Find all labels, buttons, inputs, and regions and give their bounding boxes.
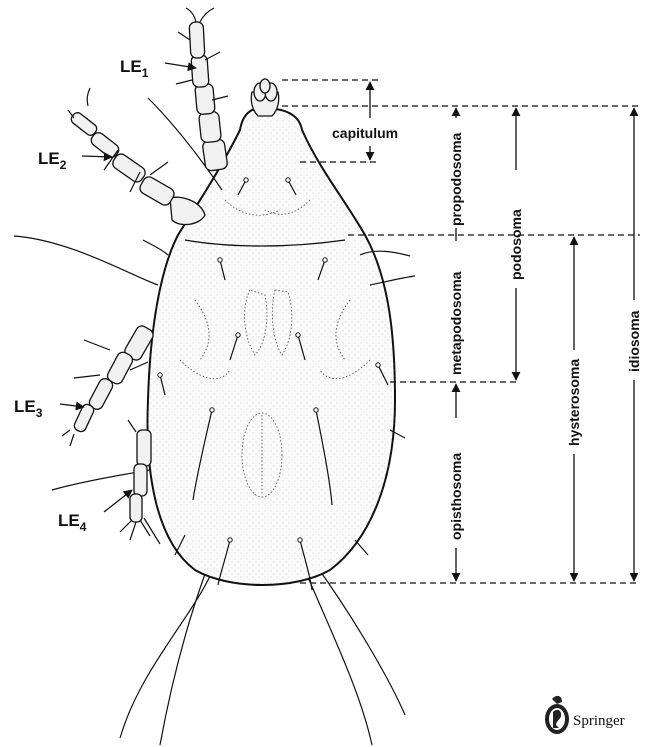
column-1-brackets: propodosoma metapodosoma opisthosoma bbox=[448, 108, 464, 581]
capitulum-label: capitulum bbox=[332, 125, 398, 141]
svg-text:LE1: LE1 bbox=[120, 57, 149, 80]
springer-knight-icon bbox=[545, 696, 569, 734]
svg-text:LE2: LE2 bbox=[38, 149, 67, 172]
leg-1 bbox=[148, 8, 228, 190]
publisher-name: Springer bbox=[573, 713, 625, 729]
leg-3 bbox=[62, 324, 155, 446]
label-LE2: LE2 bbox=[38, 149, 112, 172]
label-LE1: LE1 bbox=[120, 57, 196, 80]
idiosoma-bracket: idiosoma bbox=[626, 108, 642, 581]
hysterosoma-bracket: hysterosoma bbox=[566, 237, 582, 581]
springer-logo: Springer bbox=[545, 696, 625, 734]
idiosoma-label: idiosoma bbox=[626, 310, 642, 372]
podosoma-label: podosoma bbox=[508, 209, 524, 280]
podosoma-bracket: podosoma bbox=[508, 108, 524, 380]
svg-text:LE4: LE4 bbox=[58, 511, 87, 534]
hysterosoma-label: hysterosoma bbox=[566, 359, 582, 446]
svg-text:LE3: LE3 bbox=[14, 397, 43, 420]
label-LE3: LE3 bbox=[14, 397, 84, 420]
label-LE4: LE4 bbox=[58, 490, 132, 534]
capitulum-mouthparts bbox=[251, 79, 279, 116]
capitulum-bracket: capitulum bbox=[332, 82, 398, 160]
propodosoma-label: propodosoma bbox=[448, 132, 464, 226]
opisthosoma-label: opisthosoma bbox=[448, 453, 464, 540]
metapodosoma-label: metapodosoma bbox=[448, 271, 464, 375]
